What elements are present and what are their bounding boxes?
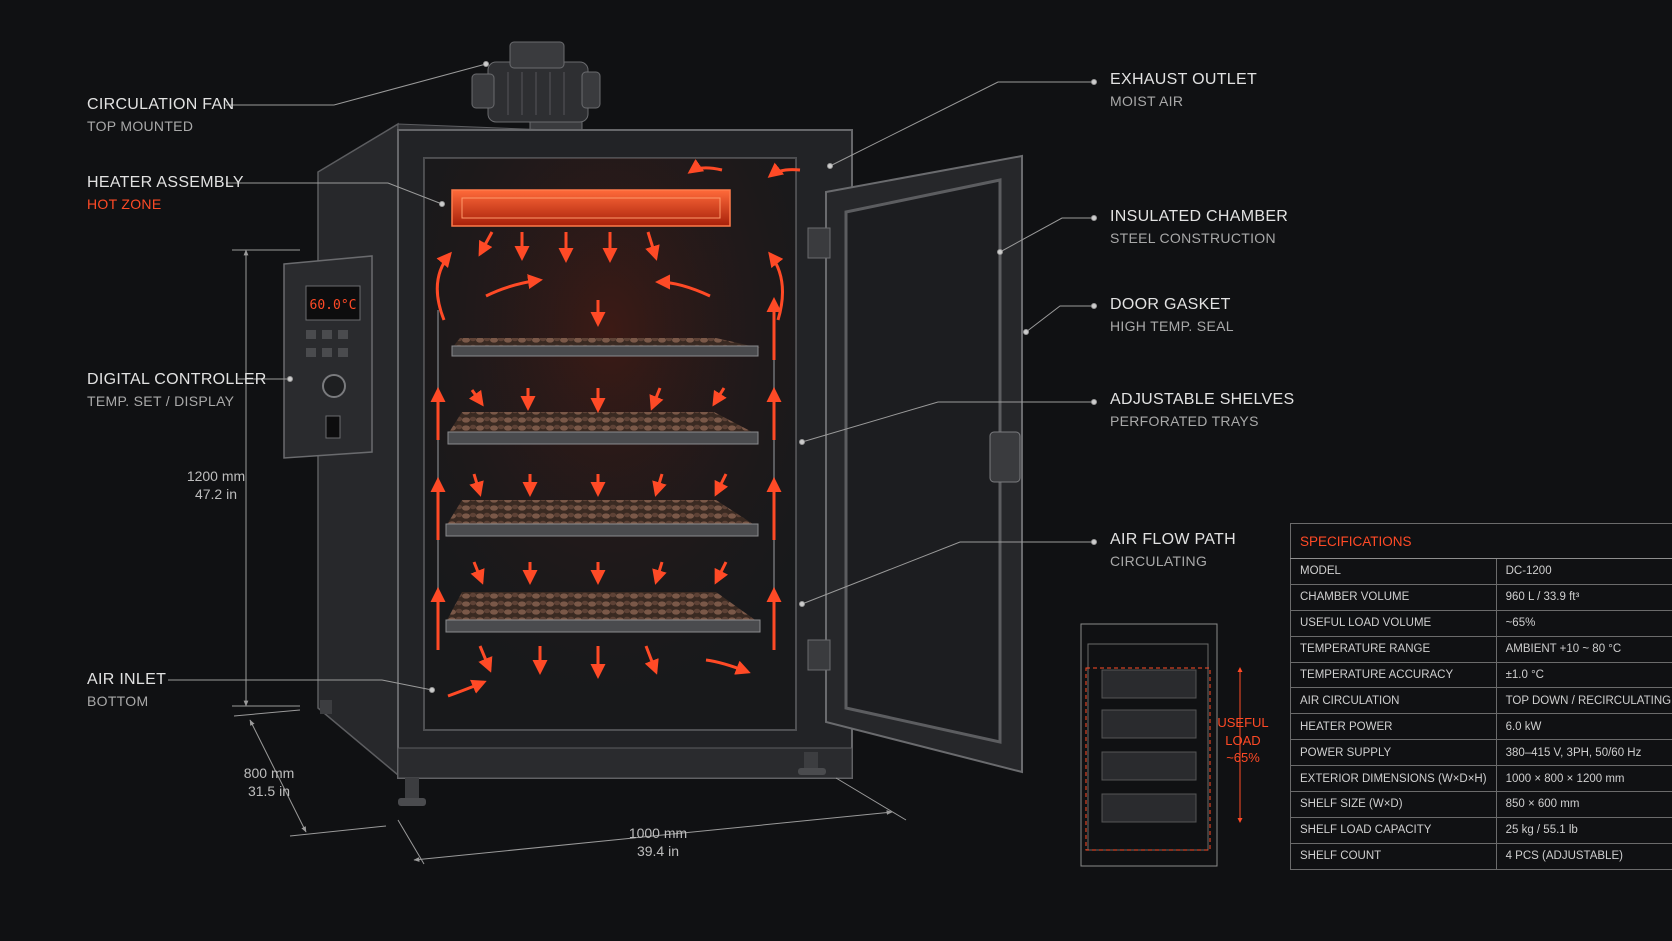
spec-row: SHELF SIZE (W×D)850 × 600 mm (1290, 791, 1672, 818)
spec-value: 960 L / 33.9 ft³ (1495, 583, 1672, 611)
callout-subtitle: BOTTOM (87, 693, 149, 709)
spec-value: 380–415 V, 3PH, 50/60 Hz (1495, 739, 1672, 767)
spec-label: TEMPERATURE ACCURACY (1290, 661, 1497, 689)
callout-circulation-fan: CIRCULATION FAN TOP MOUNTED (87, 95, 234, 136)
useful-load-line1: USEFUL (1217, 715, 1269, 730)
callout-title: HEATER ASSEMBLY (87, 174, 244, 191)
spec-label: USEFUL LOAD VOLUME (1290, 609, 1497, 637)
useful-load-diagram (1080, 623, 1243, 867)
callout-title: EXHAUST OUTLET (1110, 71, 1258, 88)
callout-title: AIR INLET (87, 671, 167, 688)
airflow-arrows (430, 158, 801, 698)
spec-label: SHELF COUNT (1290, 842, 1497, 870)
controller-display-readout: 60.0°C (310, 298, 357, 313)
spec-value: 850 × 600 mm (1495, 791, 1672, 818)
specifications-title: SPECIFICATIONS (1289, 523, 1672, 559)
callout-title: INSULATED CHAMBER (1110, 208, 1289, 225)
spec-label: MODEL (1290, 558, 1497, 585)
callout-title: CIRCULATION FAN (87, 96, 235, 113)
spec-value: ~65% (1495, 609, 1672, 637)
width-dimension-label: 1000 mm 39.4 in (616, 824, 700, 860)
height-in: 47.2 in (194, 486, 238, 503)
spec-row: EXTERIOR DIMENSIONS (W×D×H)1000 × 800 × … (1290, 765, 1672, 793)
spec-label: HEATER POWER (1290, 713, 1497, 741)
spec-label: TEMPERATURE RANGE (1290, 635, 1497, 663)
callout-subtitle: STEEL CONSTRUCTION (1110, 230, 1276, 246)
width-in: 39.4 in (636, 843, 680, 860)
callout-digital-controller: DIGITAL CONTROLLER TEMP. SET / DISPLAY (87, 370, 267, 411)
spec-label: POWER SUPPLY (1290, 739, 1497, 767)
callout-exhaust-outlet: EXHAUST OUTLET MOIST AIR (1110, 70, 1257, 111)
depth-in: 31.5 in (247, 783, 291, 800)
callout-title: ADJUSTABLE SHELVES (1110, 391, 1295, 408)
spec-label: SHELF SIZE (W×D) (1290, 791, 1497, 818)
circulation-fan-graphic (471, 41, 601, 149)
open-door-graphic (807, 154, 1023, 774)
callout-title: DIGITAL CONTROLLER (87, 371, 267, 388)
spec-value: 1000 × 800 × 1200 mm (1495, 765, 1672, 793)
callout-subtitle: TOP MOUNTED (87, 118, 194, 134)
callout-subtitle: CIRCULATING (1110, 553, 1208, 569)
callout-air-inlet: AIR INLET BOTTOM (87, 670, 166, 711)
callout-title: DOOR GASKET (1110, 296, 1231, 313)
spec-value: AMBIENT +10 ~ 80 °C (1495, 635, 1672, 663)
callout-subtitle: HOT ZONE (87, 196, 162, 212)
useful-load-line2: LOAD (1225, 732, 1261, 748)
digital-controller-graphic (283, 255, 373, 459)
spec-row: TEMPERATURE ACCURACY±1.0 °C (1290, 661, 1672, 689)
spec-label: CHAMBER VOLUME (1290, 583, 1497, 611)
callout-adjustable-shelves: ADJUSTABLE SHELVES PERFORATED TRAYS (1110, 390, 1294, 431)
depth-dimension-label: 800 mm 31.5 in (231, 764, 307, 800)
callout-subtitle: TEMP. SET / DISPLAY (87, 393, 235, 409)
depth-mm: 800 mm (243, 765, 295, 781)
spec-label: AIR CIRCULATION (1290, 687, 1497, 715)
spec-label: SHELF LOAD CAPACITY (1290, 816, 1497, 844)
spec-value: 6.0 kW (1495, 713, 1672, 741)
spec-row: USEFUL LOAD VOLUME~65% (1290, 609, 1672, 637)
height-dimension-label: 1200 mm 47.2 in (178, 467, 254, 503)
callout-subtitle: HIGH TEMP. SEAL (1110, 318, 1234, 334)
callout-subtitle: MOIST AIR (1110, 93, 1184, 109)
dimension-lines (232, 249, 907, 865)
callout-air-flow-path: AIR FLOW PATH CIRCULATING (1110, 530, 1236, 571)
height-mm: 1200 mm (186, 468, 246, 484)
adjustable-shelves-graphic (445, 338, 761, 633)
spec-value: 4 PCS (ADJUSTABLE) (1495, 842, 1672, 870)
spec-value: ±1.0 °C (1495, 661, 1672, 689)
callout-door-gasket: DOOR GASKET HIGH TEMP. SEAL (1110, 295, 1234, 336)
heater-assembly-graphic (451, 189, 731, 227)
useful-load-line3: ~65% (1226, 750, 1260, 766)
spec-label: EXTERIOR DIMENSIONS (W×D×H) (1290, 765, 1497, 793)
useful-load-label: USEFUL LOAD ~65% (1213, 714, 1273, 767)
callout-title: AIR FLOW PATH (1110, 531, 1236, 548)
callout-insulated-chamber: INSULATED CHAMBER STEEL CONSTRUCTION (1110, 207, 1288, 248)
callout-heater-assembly: HEATER ASSEMBLY HOT ZONE (87, 173, 244, 214)
spec-value: TOP DOWN / RECIRCULATING (1495, 687, 1672, 715)
callout-leader-lines (168, 61, 1097, 693)
width-mm: 1000 mm (628, 825, 688, 841)
callout-subtitle: PERFORATED TRAYS (1110, 413, 1259, 429)
spec-value: DC-1200 (1495, 558, 1672, 585)
spec-value: 25 kg / 55.1 lb (1495, 816, 1672, 844)
